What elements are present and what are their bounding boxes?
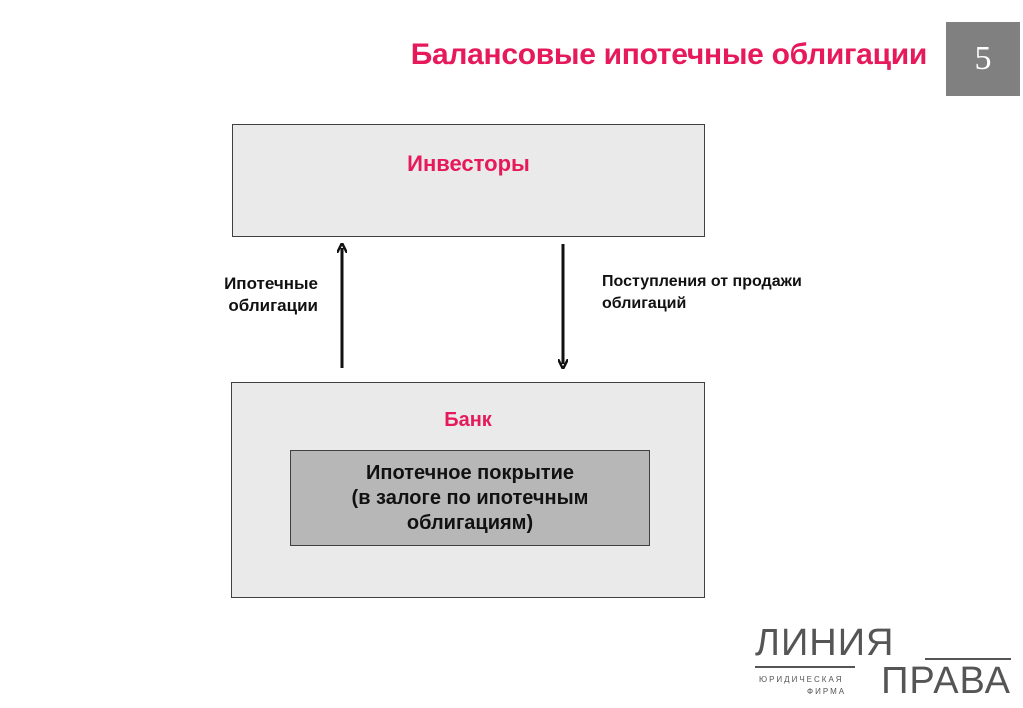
arrow-up-label: Ипотечные облигации bbox=[190, 273, 318, 317]
arrow-down-label-line-2: облигаций bbox=[602, 295, 687, 312]
bank-label: Банк bbox=[444, 409, 492, 431]
logo-subtitle-2: ФИРМА bbox=[807, 687, 847, 696]
investors-label: Инвесторы bbox=[407, 151, 530, 176]
arrow-up-label-line-1: Ипотечные bbox=[224, 274, 318, 293]
investors-box: Инвесторы bbox=[232, 124, 705, 237]
cover-line-2: (в залоге по ипотечным bbox=[351, 486, 589, 509]
arrow-up-label-line-2: облигации bbox=[228, 296, 318, 315]
logo-rule-bottom bbox=[755, 666, 855, 668]
cover-line-3: облигациям) bbox=[406, 511, 534, 534]
arrow-down-label: Поступления от продажи облигаций bbox=[602, 271, 862, 315]
logo-rule-top bbox=[925, 658, 1011, 660]
page-number-badge: 5 bbox=[946, 22, 1020, 96]
company-logo: ЛИНИЯ ЮРИДИЧЕСКАЯ ФИРМА ПРАВА bbox=[755, 622, 1013, 702]
logo-word-2: ПРАВА bbox=[881, 660, 1011, 702]
mortgage-cover-box: Ипотечное покрытие (в залоге по ипотечны… bbox=[290, 450, 650, 546]
arrow-down-label-line-1: Поступления от продажи bbox=[602, 273, 802, 290]
logo-word-1: ЛИНИЯ bbox=[755, 622, 895, 664]
logo-subtitle-1: ЮРИДИЧЕСКАЯ bbox=[759, 675, 844, 684]
slide-title: Балансовые ипотечные облигации bbox=[410, 38, 928, 71]
cover-line-1: Ипотечное покрытие bbox=[366, 461, 574, 484]
